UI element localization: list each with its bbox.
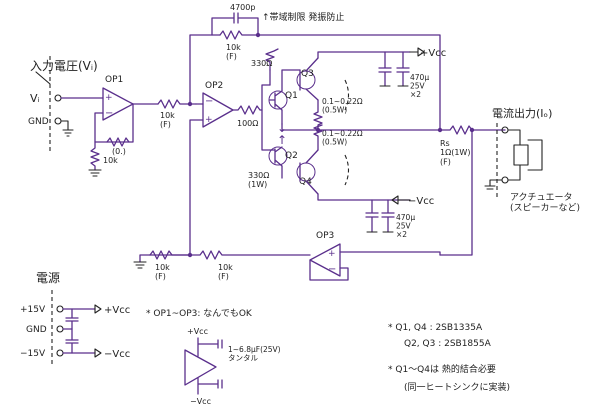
- svg-text:↑: ↑: [277, 133, 287, 147]
- q2-transistor: [268, 146, 288, 166]
- cap-pos-2: [396, 51, 410, 87]
- op1-ground-symbol: [88, 169, 102, 177]
- input-voltage-label: 入力電圧(Vᵢ): [30, 59, 98, 73]
- actuator-box: [513, 144, 529, 166]
- power-gnd: GND: [26, 325, 47, 335]
- q2-label: Q2: [285, 151, 298, 161]
- r-top-feedback-label: 10k(F): [226, 43, 241, 61]
- op-vcc-pos: +Vcc: [187, 327, 208, 336]
- q3-label: Q3: [301, 69, 314, 79]
- cap-top-feedback: [211, 12, 259, 36]
- op3-label: OP3: [316, 231, 334, 241]
- op1-gnd-resistor-label: 10k: [103, 156, 118, 165]
- note-top: ↑帯域制限 発振防止: [262, 11, 344, 23]
- q4-label: Q4: [299, 177, 312, 187]
- power-title: 電源: [36, 271, 60, 285]
- power-vcc-pos: +Vcc: [104, 305, 130, 316]
- out-terminal-gnd: [501, 176, 509, 184]
- cap-neg-2: [381, 199, 395, 233]
- svg-text:−: −: [328, 264, 336, 275]
- r-top-feedback: [219, 30, 441, 131]
- q1-label: Q1: [285, 91, 298, 101]
- r-q1-base-label: 330Ω: [251, 59, 272, 68]
- r-q4-base-label: 330Ω(1W): [248, 171, 269, 189]
- power-p15: +15V: [20, 305, 46, 315]
- r-op2-out-label: 100Ω: [237, 119, 258, 128]
- tr-note-4: (同一ヒートシンクに実装): [404, 381, 510, 393]
- gnd-terminal: [54, 117, 62, 125]
- tr-note-3: * Q1〜Q4は 熱的結合必要: [388, 363, 496, 375]
- r-in-op2: [157, 99, 197, 109]
- vi-label: Vᵢ: [30, 92, 40, 105]
- vcc-pos-rail: [317, 51, 411, 59]
- vcc-neg-label: −Vcc: [408, 196, 434, 207]
- tr-note-2: Q2, Q3 : 2SB1855A: [404, 339, 492, 349]
- op-vcc-neg: −Vcc: [190, 397, 211, 406]
- r-emitter-up: [313, 99, 323, 131]
- r-in-op2-label: 10k(F): [160, 111, 175, 129]
- r-bottom-2-label: 10k(F): [218, 263, 233, 281]
- r-bottom-1: [149, 250, 191, 260]
- vi-terminal: [54, 94, 62, 102]
- q1-transistor: [268, 90, 288, 110]
- cap-top-label: 4700p: [230, 3, 255, 12]
- svg-text:−: −: [205, 96, 213, 107]
- actuator-label: アクチュエータ(スピーカーなど): [510, 192, 580, 213]
- wire-op2-plus: [189, 119, 204, 256]
- drive-split: [261, 84, 271, 151]
- power-m15: −15V: [20, 349, 46, 359]
- bottom-feedback-wire: [149, 129, 473, 256]
- power-caps: [65, 308, 79, 354]
- op1-feedback-wire: [94, 103, 134, 143]
- r-emitter-up-label: 0.1~0.22Ω(0.5W): [322, 97, 363, 115]
- op3-amplifier: [309, 243, 341, 277]
- op1-label: OP1: [105, 75, 123, 85]
- op1-feedback-resistor: [106, 137, 130, 147]
- output-current-label: 電流出力(Iₒ): [492, 106, 552, 120]
- vcc-pos-label: +Vcc: [420, 48, 446, 59]
- op-note: * OP1~OP3: なんでもOK: [146, 308, 253, 319]
- vcc-neg-rail: [317, 193, 411, 201]
- cap-neg-1: [365, 199, 379, 233]
- r-bottom-2: [189, 250, 311, 260]
- svg-text:−: −: [105, 108, 113, 119]
- r-op2-out: [232, 105, 263, 115]
- gnd-label: GND: [28, 117, 49, 127]
- op-note-amplifier: [184, 349, 217, 386]
- op1-fb-resistor-label: (0.): [112, 147, 126, 156]
- op1-ground-resistor: [90, 141, 100, 171]
- input-pointer: [35, 71, 51, 85]
- svg-text:+: +: [328, 249, 336, 259]
- op1-amplifier: [102, 87, 134, 121]
- svg-text:+: +: [105, 93, 113, 103]
- tr-note-1: * Q1, Q4 : 2SB1335A: [388, 323, 483, 333]
- op2-label: OP2: [205, 81, 223, 91]
- top-feedback-wire: [189, 34, 221, 105]
- r-emitter-down-label: 0.1~0.22Ω(0.5W): [322, 129, 363, 147]
- input-ground-symbol: [60, 120, 74, 137]
- svg-text:+: +: [205, 115, 213, 125]
- op-cap-label: 1~6.8μF(25V)タンタル: [228, 345, 281, 363]
- cap-pos-1: [378, 51, 392, 87]
- r-bottom-1-label: 10k(F): [155, 263, 170, 281]
- op2-amplifier: [202, 92, 234, 128]
- output-node: [281, 123, 441, 131]
- power-vcc-neg: −Vcc: [104, 349, 130, 360]
- r-emitter-down: [313, 124, 323, 151]
